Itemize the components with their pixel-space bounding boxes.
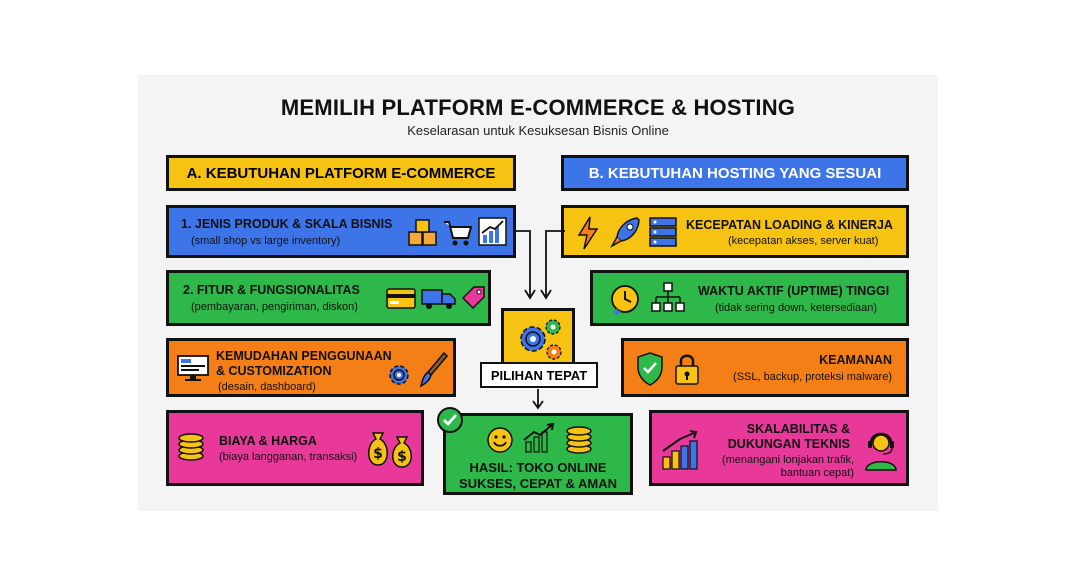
result-title: HASIL: TOKO ONLINE SUKSES, CEPAT & AMAN <box>446 460 630 492</box>
card-title: 2. FITUR & FUNGSIONALITAS <box>183 283 360 297</box>
bar-chart-icon <box>662 430 698 470</box>
card-uptime: WAKTU AKTIF (UPTIME) TINGGI (tidak serin… <box>590 270 909 326</box>
flow-arrows-top <box>516 230 565 300</box>
section-b-header: B. KEBUTUHAN HOSTING YANG SESUAI <box>561 155 909 191</box>
flow-arrow-down <box>532 389 544 410</box>
credit-card-icon <box>386 288 416 309</box>
shield-check-icon <box>637 352 663 386</box>
coin-stack-icon <box>566 426 592 454</box>
card-title-line1: KEMUDAHAN PENGGUNAAN <box>216 349 392 363</box>
support-agent-icon <box>865 432 897 471</box>
card-keamanan: KEAMANAN (SSL, backup, proteksi malware) <box>621 338 909 397</box>
paintbrush-icon <box>419 351 449 388</box>
card-desc: (menangani lonjakan trafik, bantuan cepa… <box>722 454 854 480</box>
section-a-header: A. KEBUTUHAN PLATFORM E-COMMERCE <box>166 155 516 191</box>
card-biaya: BIAYA & HARGA (biaya langganan, transaks… <box>166 410 424 486</box>
gears-icon <box>520 319 562 360</box>
choice-label-box: PILIHAN TEPAT <box>480 362 598 388</box>
choice-label: PILIHAN TEPAT <box>490 367 588 383</box>
section-b-header-label: B. KEBUTUHAN HOSTING YANG SESUAI <box>588 164 882 182</box>
checkmark-icon <box>437 407 463 433</box>
price-tag-icon <box>461 286 485 310</box>
card-title-line2: DUKUNGAN TEKNIS <box>727 437 850 451</box>
lightning-icon <box>577 216 599 250</box>
delivery-truck-icon <box>421 289 456 309</box>
card-title: KEAMANAN <box>819 353 892 367</box>
card-desc: (desain, dashboard) <box>218 381 316 393</box>
smiley-icon <box>487 427 513 453</box>
card-skalabilitas: SKALABILITAS & DUKUNGAN TEKNIS (menangan… <box>649 410 909 486</box>
page-title: MEMILIH PLATFORM E-COMMERCE & HOSTING <box>280 95 796 120</box>
card-title: KEMUDAHAN PENGGUNAAN & CUSTOMIZATION <box>216 349 392 379</box>
card-title: BIAYA & HARGA <box>219 434 317 448</box>
cart-icon <box>444 221 473 246</box>
rocket-icon <box>610 217 640 248</box>
card-title: KECEPATAN LOADING & KINERJA <box>686 218 893 232</box>
coins-icon <box>178 433 204 461</box>
section-a-header-label: A. KEBUTUHAN PLATFORM E-COMMERCE <box>186 164 496 182</box>
card-title-line2: & CUSTOMIZATION <box>216 364 332 378</box>
card-fitur: 2. FITUR & FUNGSIONALITAS (pembayaran, p… <box>166 270 491 326</box>
money-bag-icon: $ $ <box>368 432 412 468</box>
result-title-line1: HASIL: TOKO ONLINE <box>469 460 607 475</box>
growth-chart-icon <box>523 422 555 453</box>
card-title: WAKTU AKTIF (UPTIME) TINGGI <box>698 284 890 298</box>
card-desc-line2: bantuan cepat) <box>780 467 854 479</box>
card-desc: (small shop vs large inventory) <box>191 235 341 247</box>
result-box: HASIL: TOKO ONLINE SUKSES, CEPAT & AMAN <box>443 413 633 495</box>
server-icon <box>649 217 677 247</box>
monitor-icon <box>177 355 209 381</box>
growth-chart-icon <box>478 217 507 246</box>
card-title: SKALABILITAS & DUKUNGAN TEKNIS <box>728 422 850 452</box>
card-desc: (kecepatan akses, server kuat) <box>728 235 879 247</box>
card-produk-skala: 1. JENIS PRODUK & SKALA BISNIS (small sh… <box>166 205 516 258</box>
gears-box <box>501 308 575 366</box>
card-desc: (pembayaran, pengiriman, diskon) <box>191 301 358 313</box>
card-title-line1: SKALABILITAS & <box>746 422 850 436</box>
card-kecepatan: KECEPATAN LOADING & KINERJA (kecepatan a… <box>561 205 909 258</box>
svg-text:$: $ <box>397 449 407 465</box>
svg-text:$: $ <box>373 446 383 462</box>
padlock-icon <box>675 354 699 385</box>
network-icon <box>651 282 685 312</box>
card-kemudahan: KEMUDAHAN PENGGUNAAN & CUSTOMIZATION (de… <box>166 338 456 397</box>
gear-icon <box>389 365 409 385</box>
card-desc: (biaya langganan, transaksi) <box>219 451 358 463</box>
card-desc: (SSL, backup, proteksi malware) <box>733 371 892 383</box>
clock-icon <box>611 285 639 315</box>
boxes-icon <box>408 219 437 246</box>
card-title: 1. JENIS PRODUK & SKALA BISNIS <box>181 217 393 231</box>
card-desc-line1: (menangani lonjakan trafik, <box>721 454 854 466</box>
card-desc: (tidak sering down, ketersediaan) <box>715 302 878 314</box>
page-subtitle: Keselarasan untuk Kesuksesan Bisnis Onli… <box>407 123 669 138</box>
result-title-line2: SUKSES, CEPAT & AMAN <box>459 476 617 491</box>
